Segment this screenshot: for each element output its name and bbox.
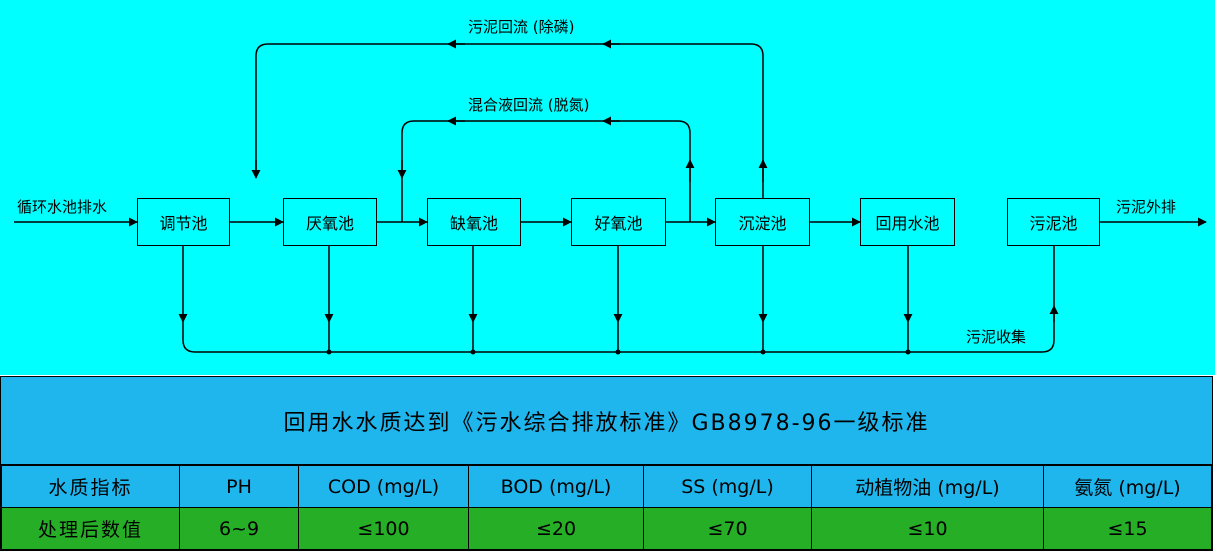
header-cell: COD (mg/L) (298, 465, 469, 508)
sludge-collection-label: 污泥收集 (966, 328, 1027, 346)
unit-chendian: 沉淀池 (715, 198, 810, 246)
outlet-label: 污泥外排 (1116, 198, 1177, 216)
mixed-liquor-return-line (401, 120, 691, 222)
inlet-label: 循环水池排水 (17, 198, 108, 216)
junction-dots (326, 349, 911, 355)
value-cell: ≤20 (468, 507, 644, 550)
unit-tiaojie: 调节池 (137, 198, 230, 246)
sludge-return-label: 污泥回流 (除磷) (468, 18, 575, 36)
unit-queyang: 缺氧池 (427, 198, 521, 246)
mixed-liquor-return-label: 混合液回流 (脱氮) (468, 96, 590, 114)
value-cell: ≤70 (643, 507, 812, 550)
unit-yanyang: 厌氧池 (283, 198, 377, 246)
standard-title: 回用水水质达到《污水综合排放标准》GB8978-96一级标准 (1, 377, 1212, 465)
value-cell: ≤15 (1043, 507, 1212, 550)
header-cell: BOD (mg/L) (468, 465, 644, 508)
water-quality-standard: 回用水水质达到《污水综合排放标准》GB8978-96一级标准 水质指标 PH C… (0, 376, 1213, 551)
unit-wuni: 污泥池 (1007, 198, 1100, 246)
value-cell: ≤100 (298, 507, 469, 550)
sludge-return-line (255, 43, 764, 198)
header-cell: 水质指标 (1, 465, 180, 508)
value-cell: 处理后数值 (1, 507, 180, 550)
header-cell: SS (mg/L) (643, 465, 812, 508)
value-row: 处理后数值 6~9 ≤100 ≤20 ≤70 ≤10 ≤15 (1, 507, 1212, 550)
header-cell: PH (179, 465, 299, 508)
header-cell: 动植物油 (mg/L) (811, 465, 1044, 508)
process-flow-diagram: 调节池 厌氧池 缺氧池 好氧池 沉淀池 回用水池 污泥池 循环水池排水 污泥回流… (0, 0, 1215, 375)
unit-haoyang: 好氧池 (571, 198, 666, 246)
flow-lines (14, 39, 1207, 355)
unit-huiyong: 回用水池 (860, 198, 955, 246)
value-cell: 6~9 (179, 507, 299, 550)
header-cell: 氨氮 (mg/L) (1043, 465, 1212, 508)
water-quality-table: 水质指标 PH COD (mg/L) BOD (mg/L) SS (mg/L) … (1, 465, 1212, 550)
value-cell: ≤10 (811, 507, 1044, 550)
sludge-collection-line (182, 246, 1055, 353)
header-row: 水质指标 PH COD (mg/L) BOD (mg/L) SS (mg/L) … (1, 465, 1212, 508)
